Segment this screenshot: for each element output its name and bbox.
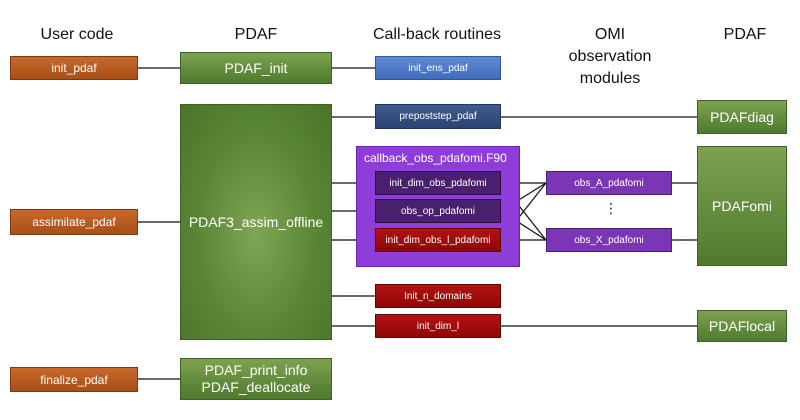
init-pdaf-box: init_pdaf — [10, 56, 138, 80]
init-n-domains-box: Init_n_domains — [375, 284, 501, 308]
obs-x-pdafomi-box: obs_X_pdafomi — [546, 228, 672, 252]
pdafomi-box: PDAFomi — [697, 146, 787, 266]
callback-obs-frame-title: callback_obs_pdafomi.F90 — [364, 151, 507, 165]
pdaf3-assim-offline-box: PDAF3_assim_offline — [180, 104, 332, 340]
omi-ellipsis: ⋮ — [604, 200, 618, 216]
init-dim-obs-pdafomi-box: init_dim_obs_pdafomi — [375, 171, 501, 195]
init-ens-pdaf-box: init_ens_pdaf — [375, 56, 501, 80]
finalize-pdaf-box: finalize_pdaf — [10, 367, 138, 392]
prepoststep-pdaf-box: prepoststep_pdaf — [375, 104, 501, 129]
pdaf-deallocate-label: PDAF_deallocate — [201, 379, 311, 395]
obs-a-pdafomi-box: obs_A_pdafomi — [546, 171, 672, 195]
header-omi-line3: modules — [579, 70, 641, 87]
header-callbacks: Call-back routines — [372, 26, 502, 43]
header-pdaf-right: PDAF — [723, 26, 767, 43]
assimilate-pdaf-box: assimilate_pdaf — [10, 209, 138, 235]
obs-op-pdafomi-box: obs_op_pdafomi — [375, 199, 501, 223]
header-pdaf-left: PDAF — [234, 26, 278, 43]
header-omi-line1: OMI — [594, 26, 626, 43]
header-user-code: User code — [40, 26, 114, 43]
init-dim-obs-l-pdafomi-box: init_dim_obs_l_pdafomi — [375, 228, 501, 252]
init-dim-l-box: init_dim_l — [375, 314, 501, 338]
header-omi-line2: observation — [568, 48, 652, 65]
pdafdiag-box: PDAFdiag — [697, 100, 787, 134]
header-omi: OMI observation modules — [540, 24, 680, 90]
pdaf-print-info-label: PDAF_print_info — [204, 362, 308, 378]
pdaflocal-box: PDAFlocal — [697, 310, 787, 342]
pdaf-finalize-box: PDAF_print_info PDAF_deallocate — [180, 358, 332, 400]
pdaf-init-box: PDAF_init — [180, 52, 332, 84]
